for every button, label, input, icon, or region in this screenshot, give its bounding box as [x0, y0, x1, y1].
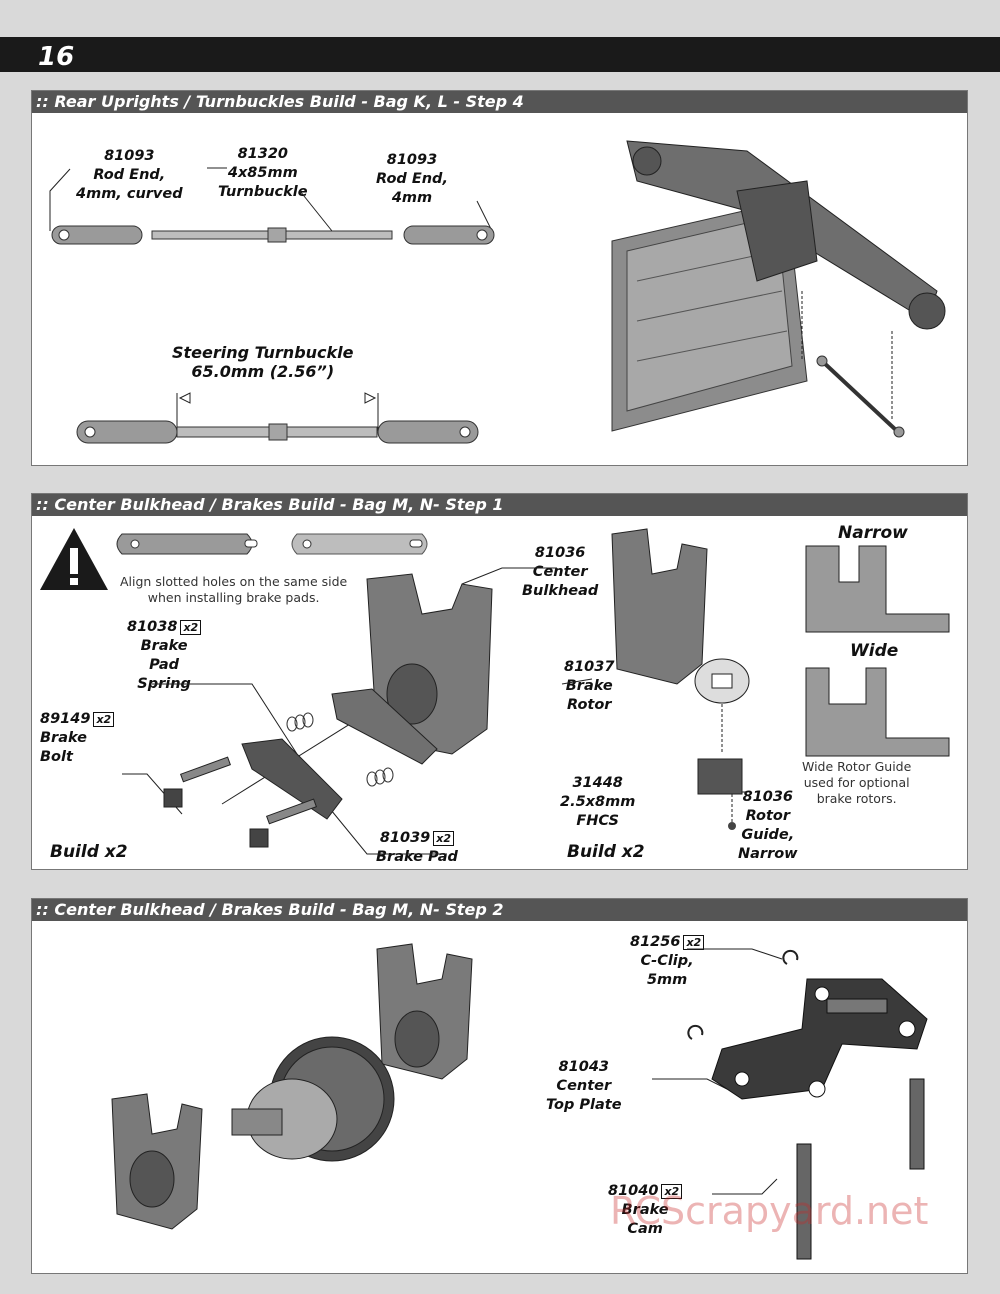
- step2-header: :: Center Bulkhead / Brakes Build - Bag …: [32, 899, 967, 921]
- part-label-center-top-plate: 81043 Center Top Plate: [546, 1059, 622, 1113]
- center-diff-assembly-illustration: [111, 943, 473, 1230]
- step2-title: :: Center Bulkhead / Brakes Build - Bag …: [36, 900, 504, 919]
- part-label-rod-end: 81093 Rod End, 4mm: [376, 152, 448, 206]
- wide-rotor-guide-profile: [805, 667, 950, 757]
- build-x2-right: Build x2: [567, 842, 645, 862]
- brake-pad-alignment-illustration: [116, 533, 428, 555]
- part-label-turnbuckle: 81320 4x85mm Turnbuckle: [218, 146, 308, 200]
- wide-label: Wide: [850, 641, 899, 661]
- part-label-rotor-guide: 81036 Rotor Guide, Narrow: [738, 789, 798, 862]
- step1-title: :: Center Bulkhead / Brakes Build - Bag …: [36, 495, 504, 514]
- steering-turnbuckle-label: Steering Turnbuckle 65.0mm (2.56”): [172, 343, 354, 381]
- warning-icon: [40, 528, 108, 590]
- warning-note: Align slotted holes on the same side whe…: [120, 574, 348, 605]
- narrow-label: Narrow: [838, 523, 908, 543]
- build-x2-left: Build x2: [50, 842, 128, 862]
- watermark-text: RCScrapyard.net: [610, 1189, 929, 1233]
- step2-panel: :: Center Bulkhead / Brakes Build - Bag …: [31, 898, 968, 1274]
- top-plate-brake-cam-illustration: [652, 948, 928, 1260]
- bulkhead-brake-exploded-illustration: [122, 528, 750, 855]
- page-number: 16: [38, 42, 75, 72]
- part-label-rod-end-curved: 81093 Rod End, 4mm, curved: [76, 148, 183, 202]
- rear-chassis-illustration: [611, 140, 946, 438]
- wide-rotor-note: Wide Rotor Guide used for optional brake…: [802, 759, 912, 806]
- step1-panel: :: Center Bulkhead / Brakes Build - Bag …: [31, 493, 968, 870]
- part-label-brake-rotor: 81037 Brake Rotor: [564, 659, 615, 713]
- step4-header: :: Rear Uprights / Turnbuckles Build - B…: [32, 91, 967, 113]
- page-header-bar: [0, 37, 1000, 72]
- narrow-rotor-guide-profile: [805, 545, 950, 633]
- step4-title: :: Rear Uprights / Turnbuckles Build - B…: [36, 92, 524, 111]
- part-label-fhcs: 31448 2.5x8mm FHCS: [560, 775, 636, 829]
- step4-panel: :: Rear Uprights / Turnbuckles Build - B…: [31, 90, 968, 466]
- turnbuckle-parts-illustration: [49, 167, 495, 444]
- step1-header: :: Center Bulkhead / Brakes Build - Bag …: [32, 494, 967, 516]
